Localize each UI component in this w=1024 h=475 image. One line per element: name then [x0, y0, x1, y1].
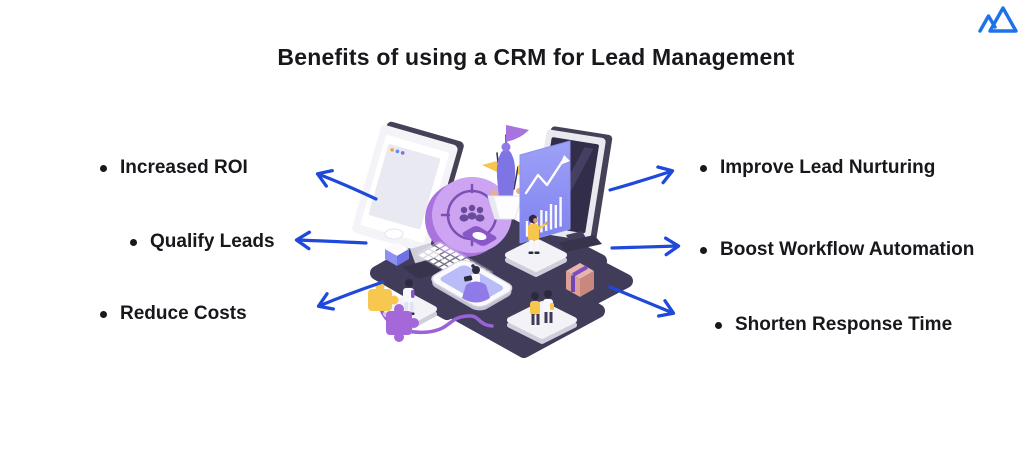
benefit-label: Qualify Leads	[150, 231, 275, 252]
purple-flag	[506, 125, 529, 142]
benefit-reduce-costs: Reduce Costs	[100, 302, 247, 326]
team-platform	[505, 238, 567, 277]
brand-logo	[978, 6, 1018, 33]
person-presenter	[528, 214, 549, 254]
browser-dot	[400, 151, 405, 155]
router-box	[384, 228, 409, 266]
benefit-label: Improve Lead Nurturing	[720, 157, 936, 178]
page-title: Benefits of using a CRM for Lead Managem…	[277, 44, 795, 70]
benefit-label: Boost Workflow Automation	[720, 239, 975, 260]
monitor-base	[402, 257, 454, 279]
benefit-shorten-response-time: Shorten Response Time	[715, 313, 952, 337]
benefit-qualify-leads: Qualify Leads	[130, 230, 275, 254]
puzzle-piece-purple	[386, 304, 419, 342]
bar-chart-panel	[519, 140, 571, 244]
benefit-improve-lead-nurturing: Improve Lead Nurturing	[700, 156, 935, 180]
crm-illustration	[352, 121, 633, 358]
trend-arrow	[524, 160, 564, 195]
seated-person	[462, 264, 490, 303]
bullet-dot	[700, 246, 707, 254]
audience-people-icon	[459, 204, 485, 222]
trophy-figure	[496, 149, 516, 196]
bullet-dot	[700, 164, 707, 172]
package-box	[566, 263, 594, 297]
bullet-dot	[100, 310, 107, 318]
benefit-increased-roi: Increased ROI	[100, 156, 248, 180]
benefit-boost-workflow-automation: Boost Workflow Automation	[700, 238, 974, 262]
bullet-dot	[715, 321, 722, 329]
browser-dot	[390, 148, 394, 152]
mouse-pad	[462, 226, 497, 246]
benefit-label: Reduce Costs	[120, 303, 247, 324]
mountain-peaks-icon	[978, 6, 1018, 33]
person-pair	[530, 290, 554, 325]
lead-trophy	[482, 125, 533, 220]
benefit-label: Shorten Response Time	[735, 314, 953, 335]
yellow-flag	[482, 161, 497, 172]
benefit-label: Increased ROI	[120, 157, 248, 178]
mouse	[472, 231, 487, 241]
bullet-dot	[100, 164, 107, 172]
browser-dot	[395, 149, 400, 154]
bullet-dot	[130, 238, 137, 246]
